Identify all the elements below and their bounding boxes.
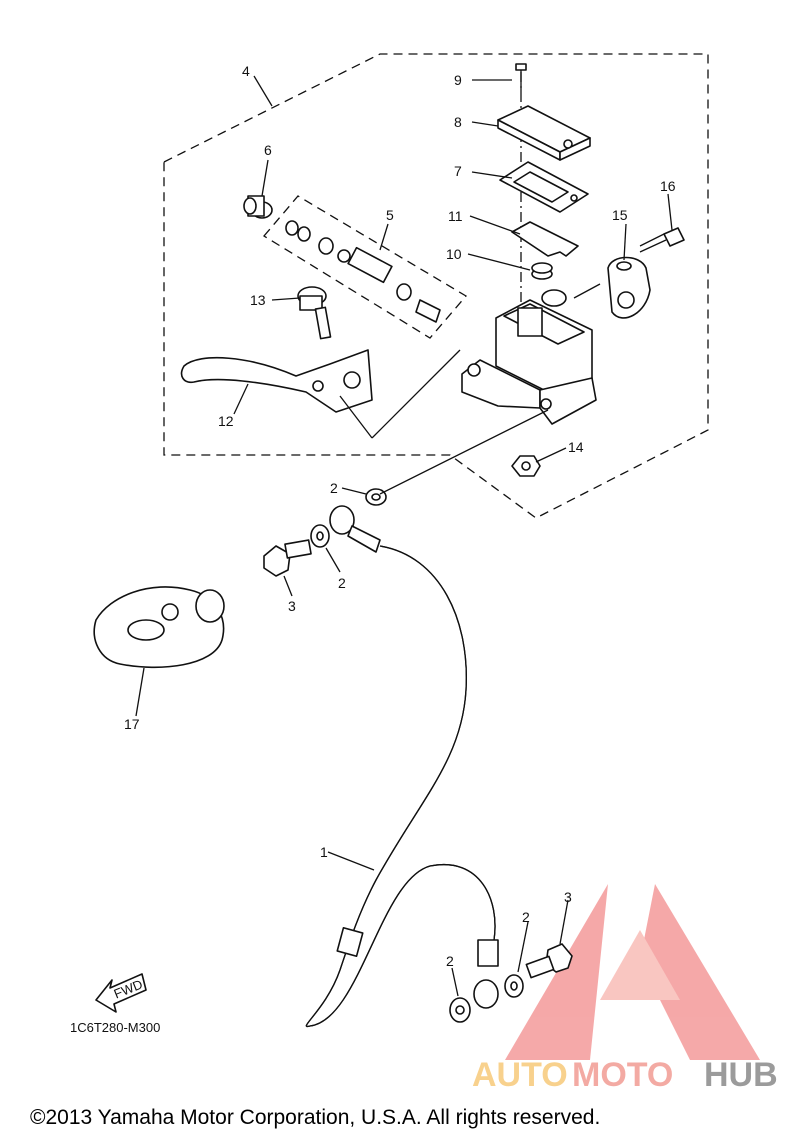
callout-3-lower: 3 xyxy=(564,889,572,905)
bushing-10 xyxy=(531,262,553,280)
washer-2-lower-right xyxy=(504,974,524,998)
copyright-text: ©2013 Yamaha Motor Corporation, U.S.A. A… xyxy=(30,1106,600,1129)
callout-7: 7 xyxy=(454,163,462,179)
screw-9 xyxy=(515,63,527,92)
lever-12 xyxy=(180,349,373,413)
diaphragm-7 xyxy=(499,161,589,213)
nut-14 xyxy=(511,455,541,477)
banjo-bolt-3-lower xyxy=(525,943,573,979)
watermark-text: AUTO MOTO HUB xyxy=(472,1056,778,1094)
banjo-bolt-3-upper xyxy=(263,539,312,577)
watermark-part-moto: MOTO xyxy=(572,1056,673,1094)
washer-2-upper xyxy=(365,488,387,506)
watermark-part-auto: AUTO xyxy=(472,1056,568,1094)
reservoir-cap-8 xyxy=(497,105,591,161)
callout-2-lower-left: 2 xyxy=(446,953,454,969)
callout-2-lower-right: 2 xyxy=(522,909,530,925)
master-cylinder-body xyxy=(461,289,597,425)
clamp-15 xyxy=(607,256,651,319)
callout-14: 14 xyxy=(568,439,584,455)
fwd-arrow: FWD xyxy=(95,973,147,1013)
callout-2-upper: 2 xyxy=(330,480,338,496)
plate-11 xyxy=(511,221,579,257)
cover-17 xyxy=(93,586,225,669)
callout-2-mid: 2 xyxy=(338,575,346,591)
pivot-bolt-13 xyxy=(297,286,332,340)
leader-lines xyxy=(135,75,673,997)
bolt-16 xyxy=(639,227,685,253)
boot-6 xyxy=(243,195,273,219)
callout-1: 1 xyxy=(320,844,328,860)
callout-16: 16 xyxy=(660,178,676,194)
callout-4: 4 xyxy=(242,63,250,79)
callout-9: 9 xyxy=(454,72,462,88)
callout-17: 17 xyxy=(124,716,140,732)
callout-3-upper: 3 xyxy=(288,598,296,614)
callout-12: 12 xyxy=(218,413,234,429)
watermark-part-hub: HUB xyxy=(704,1056,778,1094)
washer-2-mid xyxy=(310,524,330,548)
callout-5: 5 xyxy=(386,207,394,223)
callouts: 1 2 2 2 2 3 3 4 5 6 7 8 9 10 11 12 13 14… xyxy=(124,63,676,969)
callout-6: 6 xyxy=(264,142,272,158)
assembly-outline xyxy=(163,53,709,519)
callout-8: 8 xyxy=(454,114,462,130)
callout-11: 11 xyxy=(448,208,463,224)
callout-13: 13 xyxy=(250,292,266,308)
callout-15: 15 xyxy=(612,207,628,223)
callout-10: 10 xyxy=(446,246,462,262)
reference-code: 1C6T280-M300 xyxy=(70,1020,160,1035)
brake-hose-1 xyxy=(305,505,499,1028)
washer-2-lower-left xyxy=(449,997,471,1023)
kit-outline xyxy=(263,195,467,339)
piston-kit-5 xyxy=(285,220,441,323)
